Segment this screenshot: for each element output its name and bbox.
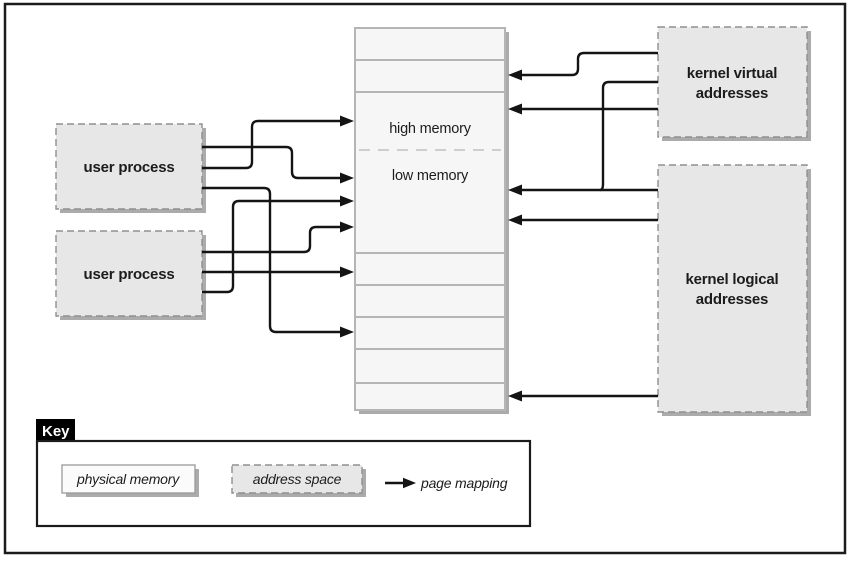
arrow-user1-to-lower-page (202, 186, 341, 334)
physical-memory-swatch (61, 464, 196, 494)
box-body (657, 26, 808, 138)
arrow-kvirt-to-top-page (521, 51, 658, 77)
arrowhead (403, 477, 416, 489)
arrowhead (508, 390, 522, 402)
kernel-logical-label-line2: addresses (696, 291, 768, 308)
key-item-page-mapping: page mapping (385, 475, 508, 491)
kernel-virtual-label-line1: kernel virtual (687, 65, 778, 82)
user-process-2-label: user process (84, 266, 175, 283)
arrow-user1-to-lowmem (202, 145, 341, 180)
key-item-address-space: address space (231, 464, 366, 497)
arrowhead (340, 326, 354, 338)
key-tab (36, 419, 75, 441)
arrowhead (340, 115, 354, 127)
address-space-swatch (231, 464, 363, 494)
kernel-virtual-addresses-box: kernel virtual addresses (657, 26, 811, 141)
key-legend: Key physical memory address space page m… (35, 419, 532, 528)
key-tab-label: Key (42, 423, 70, 440)
arrowhead (508, 214, 522, 226)
arrowhead (340, 172, 354, 184)
box-body (55, 230, 203, 317)
arrow-user2-up-to-lowmem (202, 199, 341, 294)
box-body (55, 123, 203, 210)
arrow-kvirt-down-to-lowmem (599, 80, 658, 192)
column-body (354, 27, 506, 411)
kernel-virtual-label-line2: addresses (696, 85, 768, 102)
kernel-logical-label-line1: kernel logical (685, 271, 778, 288)
high-memory-label: high memory (389, 121, 472, 137)
user-process-1-box: user process (55, 123, 206, 213)
arrowhead (508, 184, 522, 196)
kernel-logical-addresses-box: kernel logical addresses (657, 164, 811, 416)
page-mapping-arrows-left (202, 115, 354, 338)
box-body (657, 164, 808, 413)
page-mapping-arrows-right (508, 51, 658, 402)
user-process-1-label: user process (84, 159, 175, 176)
key-item-physical-memory: physical memory (61, 464, 199, 497)
arrowhead (508, 103, 522, 115)
arrow-user1-to-highmem (202, 119, 341, 170)
address-space-label: address space (253, 471, 342, 487)
physical-memory-label: physical memory (76, 471, 180, 487)
arrowhead (340, 221, 354, 233)
physical-memory-column: high memory low memory (354, 27, 509, 414)
low-memory-label: low memory (392, 168, 469, 184)
page-mapping-label: page mapping (420, 475, 508, 491)
arrowhead (508, 69, 522, 81)
outer-frame (3, 2, 847, 555)
arrowhead (340, 266, 354, 278)
user-process-2-box: user process (55, 230, 206, 320)
arrow-user2-to-lowmem-upper (202, 225, 341, 254)
arrowhead (340, 195, 354, 207)
